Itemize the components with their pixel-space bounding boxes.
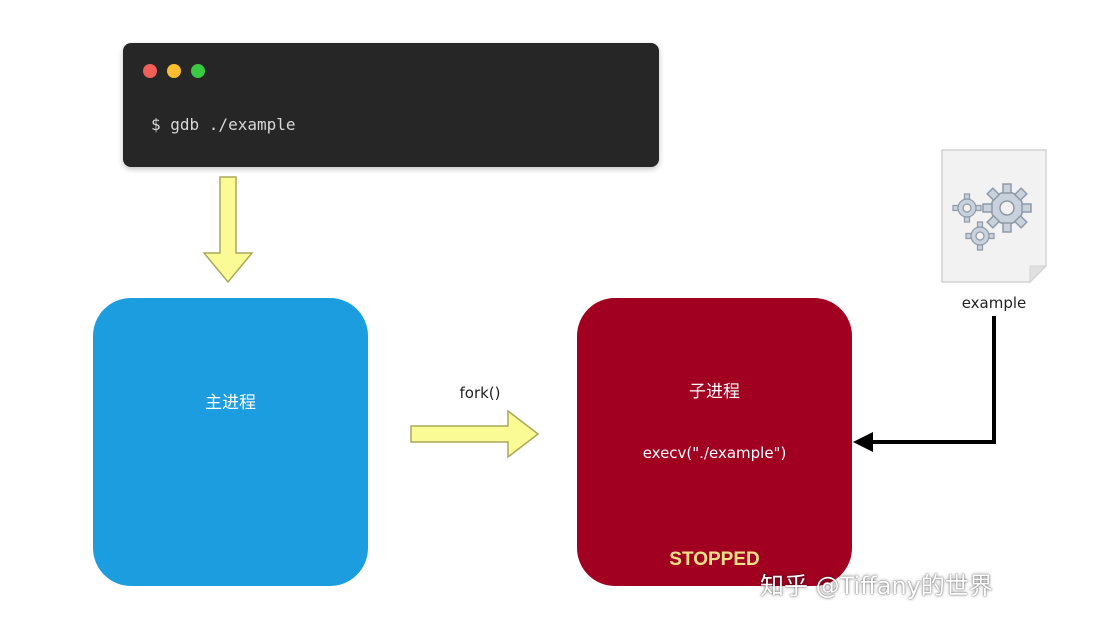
fork-arrow-icon — [410, 409, 540, 459]
parent-process-box: 主进程 — [93, 298, 368, 586]
maximize-dot-icon[interactable] — [191, 64, 205, 78]
parent-process-label: 主进程 — [205, 393, 256, 413]
terminal-window: $ gdb ./example — [123, 43, 659, 167]
fork-label: fork() — [459, 384, 501, 402]
watermark: 知乎 @Tiffany的世界 — [760, 572, 993, 600]
exec-arrowhead-icon — [853, 432, 873, 452]
gears-document-icon — [941, 149, 1048, 284]
down-arrow-icon — [202, 176, 254, 284]
child-process-label: 子进程 — [689, 382, 740, 402]
executable-label: example — [961, 294, 1027, 312]
execv-call-label: execv("./example") — [642, 444, 787, 462]
exec-connector-line — [868, 316, 996, 444]
close-dot-icon[interactable] — [143, 64, 157, 78]
stopped-status: STOPPED — [669, 549, 760, 570]
child-process-box: 子进程 execv("./example") STOPPED — [577, 298, 852, 586]
minimize-dot-icon[interactable] — [167, 64, 181, 78]
terminal-command: $ gdb ./example — [151, 115, 296, 134]
